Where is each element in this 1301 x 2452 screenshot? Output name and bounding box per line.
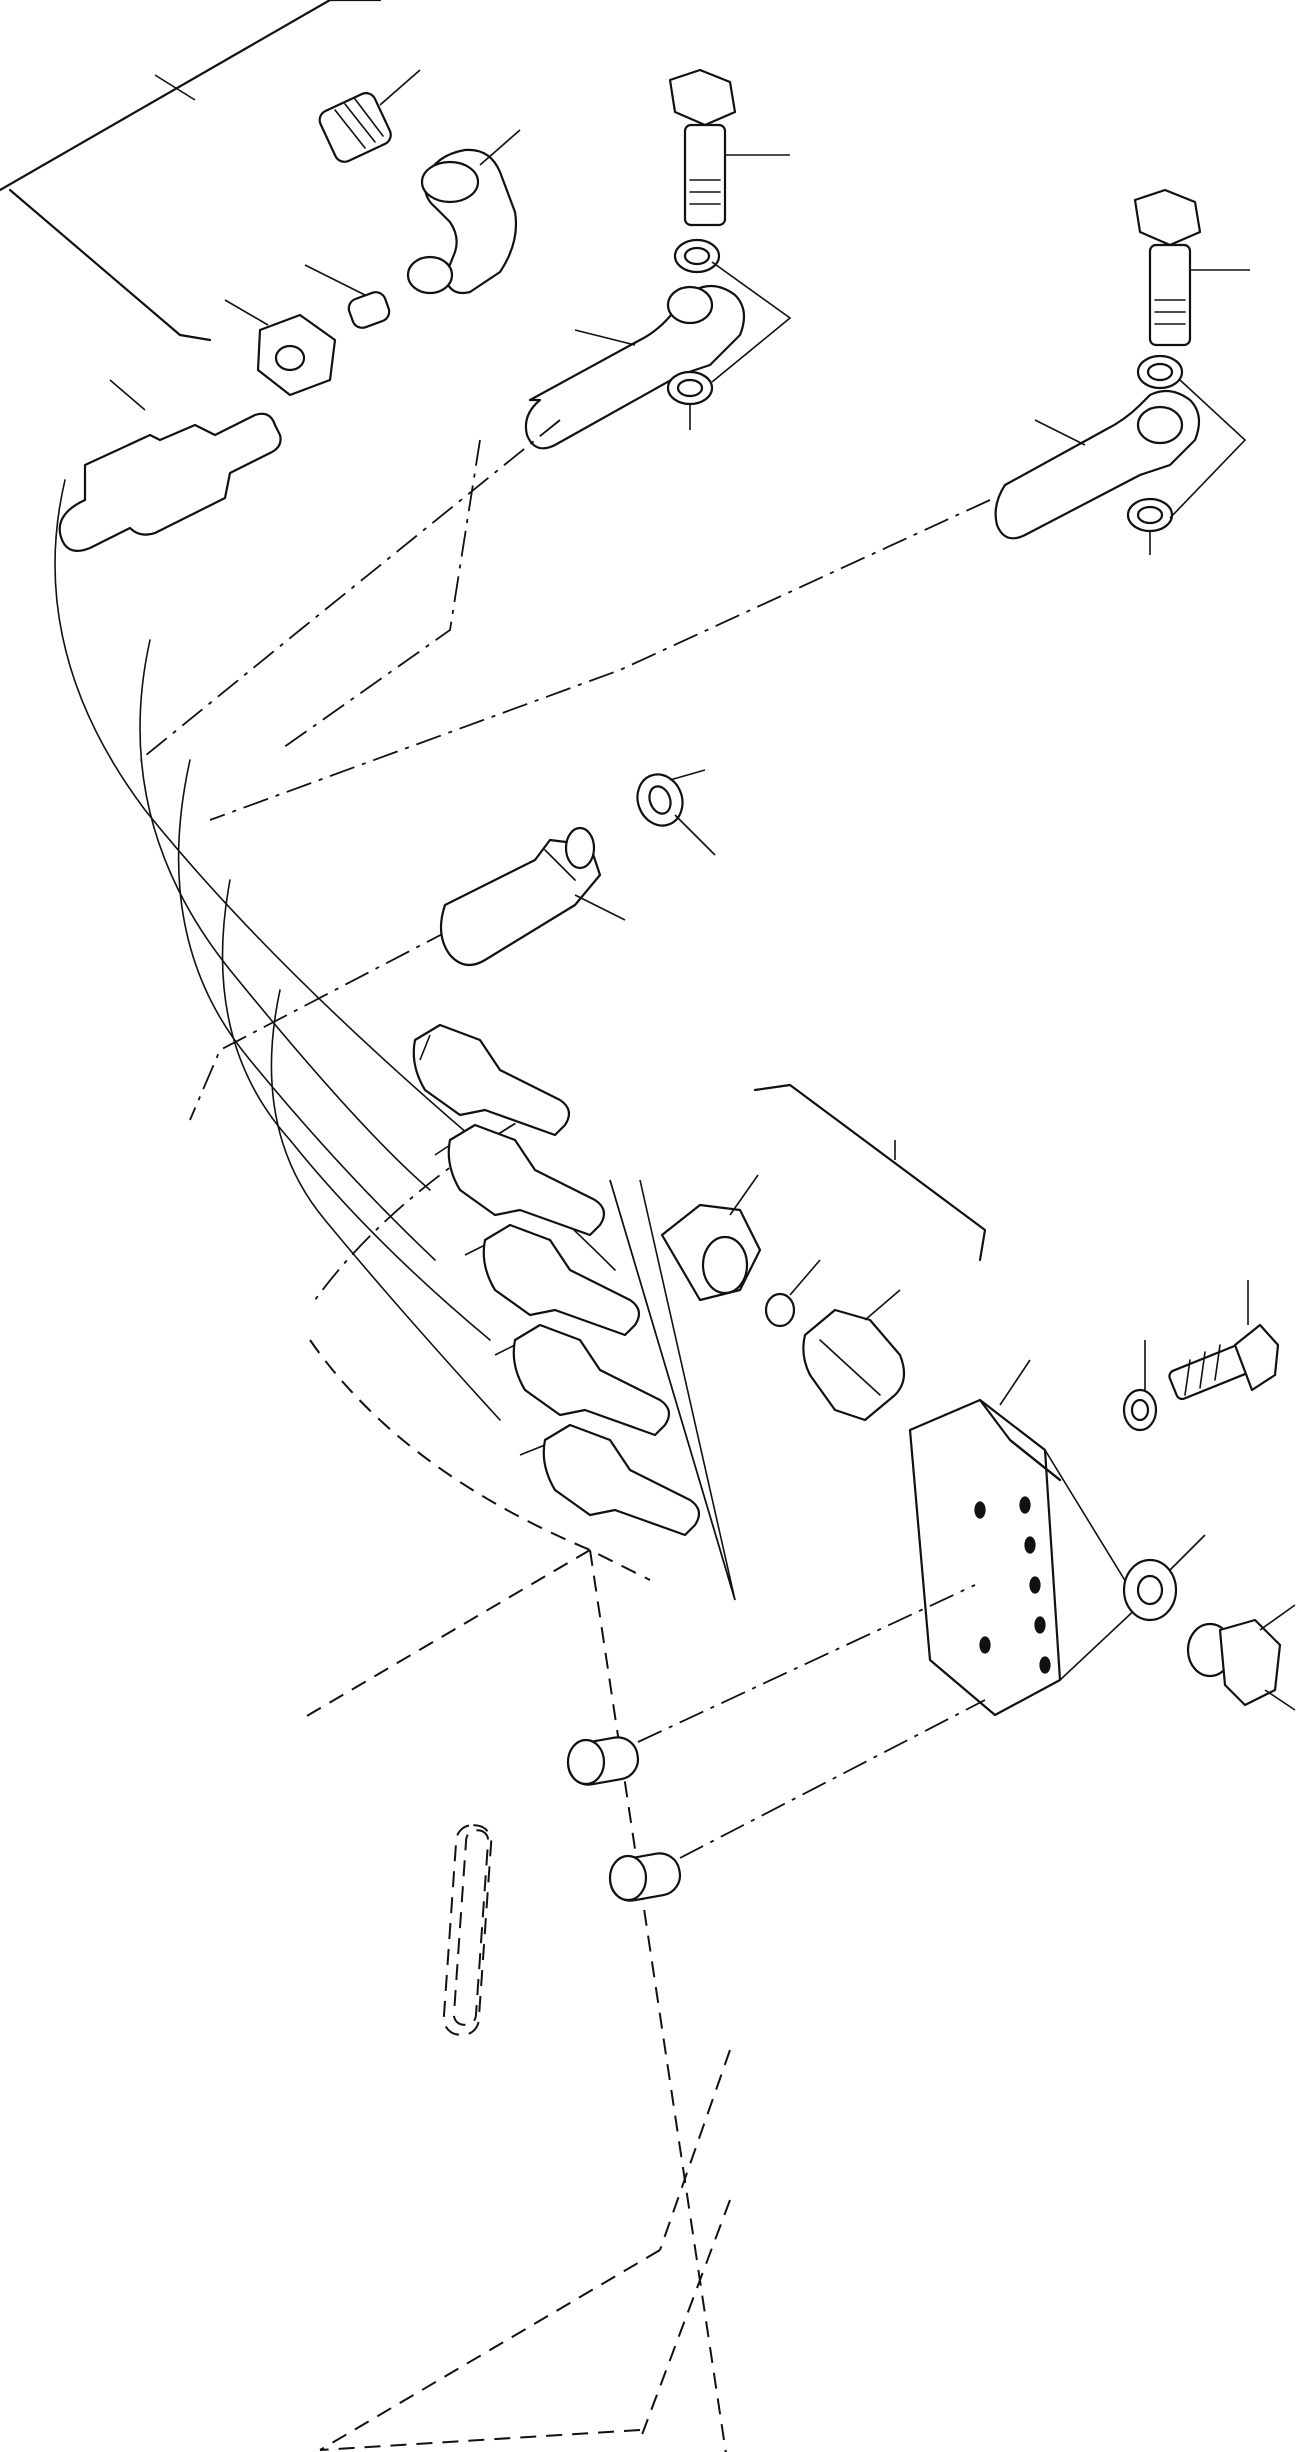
copper-washer-right-1[interactable] — [1136, 354, 1184, 390]
copper-washer-top-1[interactable] — [673, 238, 721, 274]
large-hex-nut-part[interactable] — [660, 1174, 762, 1302]
top-left-fitting-group-bracket — [0, 0, 382, 342]
sleeve-part[interactable] — [304, 264, 392, 331]
hex-nut-part[interactable] — [224, 299, 337, 397]
hose-fitting-2[interactable] — [434, 1123, 606, 1237]
banjo-eye-right-part[interactable] — [994, 389, 1201, 540]
hose-fitting-1[interactable] — [412, 1023, 571, 1137]
copper-washer-top-2[interactable] — [666, 370, 714, 406]
hose-fitting-4[interactable] — [494, 1323, 671, 1437]
mounting-stud-2 — [608, 1852, 682, 1902]
slot-opening — [442, 1824, 493, 2036]
flange-bolt-part[interactable] — [1186, 1604, 1296, 1711]
chassis-outline — [299, 1339, 731, 2452]
connector-middle-part[interactable] — [439, 826, 626, 967]
hex-bolt-right-part[interactable] — [1168, 1280, 1280, 1401]
elbow-fitting-part[interactable] — [406, 129, 521, 295]
hose-fitting-5[interactable] — [519, 1423, 701, 1537]
flat-washer-part[interactable] — [1122, 1534, 1206, 1622]
distribution-block-part[interactable] — [908, 1359, 1142, 1717]
hose-fitting-3[interactable] — [464, 1223, 641, 1337]
copper-washer-right-2[interactable] — [1126, 497, 1174, 533]
gasket-ring-middle[interactable] — [630, 768, 716, 856]
mounting-stud-1 — [566, 1736, 640, 1786]
hose-end-fitting-part[interactable] — [58, 379, 282, 552]
banjo-eye-top-part[interactable] — [524, 284, 746, 450]
small-sleeve-part[interactable] — [764, 1259, 821, 1328]
banjo-bolt-top-part[interactable] — [668, 68, 790, 227]
lock-washer-part[interactable] — [1122, 1340, 1158, 1432]
straight-fitting-part[interactable] — [316, 69, 421, 165]
union-connector-part[interactable] — [802, 1289, 906, 1422]
hose-routing-lines — [54, 419, 991, 1421]
banjo-bolt-right-part[interactable] — [1133, 188, 1250, 347]
right-fitting-group-bracket — [753, 1083, 987, 1262]
